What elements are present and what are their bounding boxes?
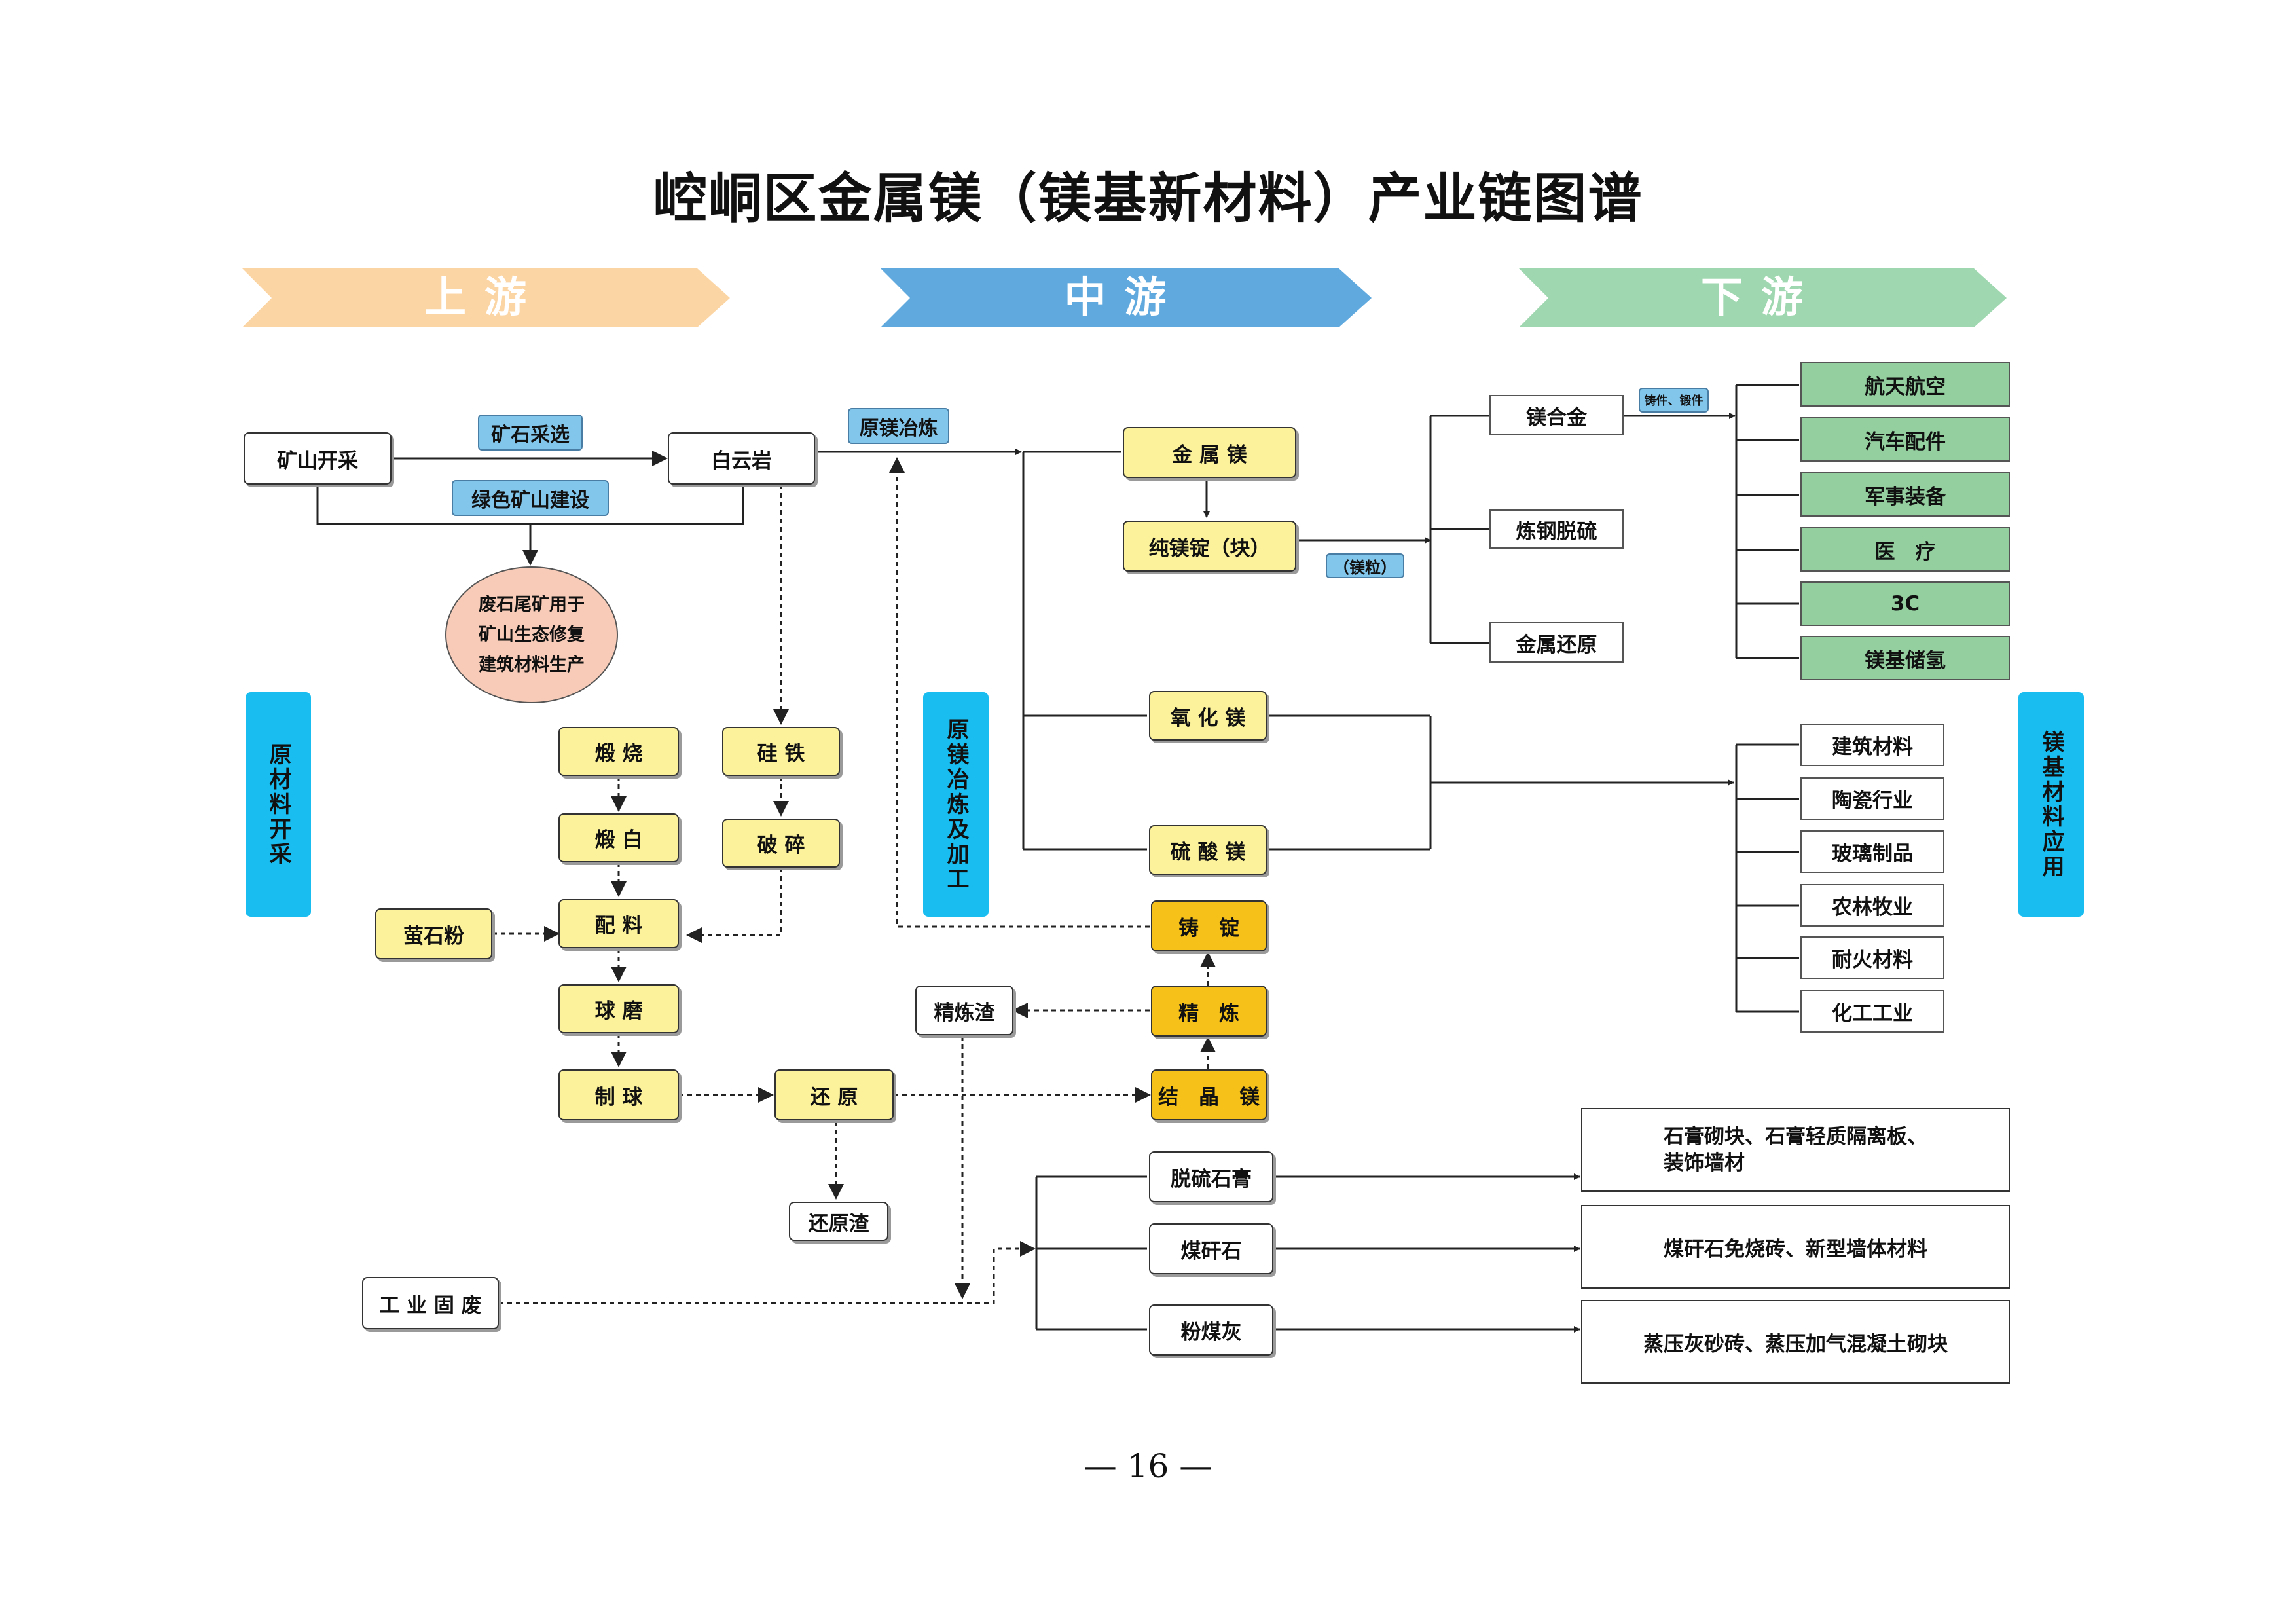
mgso4-box: 硫 酸 镁 bbox=[1149, 825, 1267, 875]
side-label-raw: 原材料开采 bbox=[246, 692, 311, 917]
mgo-box: 氧 化 镁 bbox=[1149, 691, 1267, 741]
midstream-label: 中游 bbox=[1064, 274, 1185, 322]
fluorite-box: 萤石粉 bbox=[375, 908, 492, 959]
reduction-slag-box: 还原渣 bbox=[789, 1202, 888, 1241]
page-title: 崆峒区金属镁（镁基新材料）产业链图谱 bbox=[653, 167, 1643, 230]
app-hydrogen-storage: 镁基储氢 bbox=[1800, 636, 2010, 680]
calcined-white-box: 煅 白 bbox=[558, 813, 679, 862]
upstream-banner bbox=[242, 268, 730, 327]
coal-gangue-box: 煤矸石 bbox=[1149, 1223, 1273, 1274]
page-number: — 16 — bbox=[1084, 1447, 1212, 1485]
app-agriculture: 农林牧业 bbox=[1800, 884, 1944, 927]
app-military: 军事装备 bbox=[1800, 472, 2010, 517]
smelting-label: 原镁冶炼 bbox=[848, 408, 949, 444]
app-auto-parts: 汽车配件 bbox=[1800, 417, 2010, 462]
crushing-box: 破 碎 bbox=[722, 819, 840, 868]
ball-milling-box: 球 磨 bbox=[558, 984, 679, 1033]
industrial-waste-box: 工 业 固 废 bbox=[362, 1277, 499, 1329]
app-glass: 玻璃制品 bbox=[1800, 830, 1944, 873]
fly-ash-box: 粉煤灰 bbox=[1149, 1304, 1273, 1356]
upstream-label: 上游 bbox=[424, 274, 545, 322]
app-refractory: 耐火材料 bbox=[1800, 936, 1944, 979]
green-mine-label: 绿色矿山建设 bbox=[452, 480, 609, 516]
fgd-gypsum-box: 脱硫石膏 bbox=[1149, 1151, 1273, 1202]
dolomite-box: 白云岩 bbox=[668, 432, 815, 485]
app-chemical: 化工工业 bbox=[1800, 990, 1944, 1033]
forging-label: 铸件、锻件 bbox=[1639, 388, 1709, 413]
mining-box: 矿山开采 bbox=[244, 432, 392, 485]
downstream-label: 下游 bbox=[1701, 274, 1821, 322]
app-building-materials: 建筑材料 bbox=[1800, 724, 1944, 766]
side-label-smelting: 原镁冶炼及加工 bbox=[923, 692, 989, 917]
app-medical: 医 疗 bbox=[1800, 527, 2010, 572]
gangue-product-box: 煤矸石免烧砖、新型墙体材料 bbox=[1581, 1205, 2010, 1289]
ore-dressing-label: 矿石采选 bbox=[478, 415, 583, 451]
metal-reduction-box: 金属还原 bbox=[1489, 622, 1624, 663]
casting-box: 铸 锭 bbox=[1151, 900, 1267, 951]
app-3c: 3C bbox=[1800, 581, 2010, 626]
mg-particle-label: （镁粒） bbox=[1326, 553, 1404, 578]
pure-ingot-box: 纯镁锭（块） bbox=[1123, 521, 1296, 572]
ferrosilicon-box: 硅 铁 bbox=[722, 727, 840, 776]
steel-desulfurization-box: 炼钢脱硫 bbox=[1489, 509, 1624, 549]
gypsum-product-text: 石膏砌块、石膏轻质隔离板、 装饰墙材 bbox=[1664, 1125, 1927, 1175]
gypsum-product-box: 石膏砌块、石膏轻质隔离板、 装饰墙材 bbox=[1581, 1108, 2010, 1192]
refining-box: 精 炼 bbox=[1151, 986, 1267, 1037]
calcination-box: 煅 烧 bbox=[558, 727, 679, 776]
downstream-banner bbox=[1519, 268, 2007, 327]
app-aerospace: 航天航空 bbox=[1800, 362, 2010, 407]
app-ceramics: 陶瓷行业 bbox=[1800, 777, 1944, 820]
batching-box: 配 料 bbox=[558, 899, 679, 948]
mg-alloy-box: 镁合金 bbox=[1489, 395, 1624, 435]
reduction-box: 还 原 bbox=[774, 1069, 894, 1120]
side-label-application: 镁基材料应用 bbox=[2018, 692, 2084, 917]
refining-slag-box: 精炼渣 bbox=[915, 986, 1013, 1035]
crystal-magnesium-box: 结 晶 镁 bbox=[1151, 1069, 1267, 1120]
waste-reuse-ellipse: 废石尾矿用于 矿山生态修复 建筑材料生产 bbox=[445, 566, 618, 703]
midstream-banner bbox=[881, 268, 1372, 327]
pelletizing-box: 制 球 bbox=[558, 1069, 679, 1120]
flyash-product-box: 蒸压灰砂砖、蒸压加气混凝土砌块 bbox=[1581, 1300, 2010, 1384]
metal-magnesium-box: 金 属 镁 bbox=[1123, 427, 1296, 478]
